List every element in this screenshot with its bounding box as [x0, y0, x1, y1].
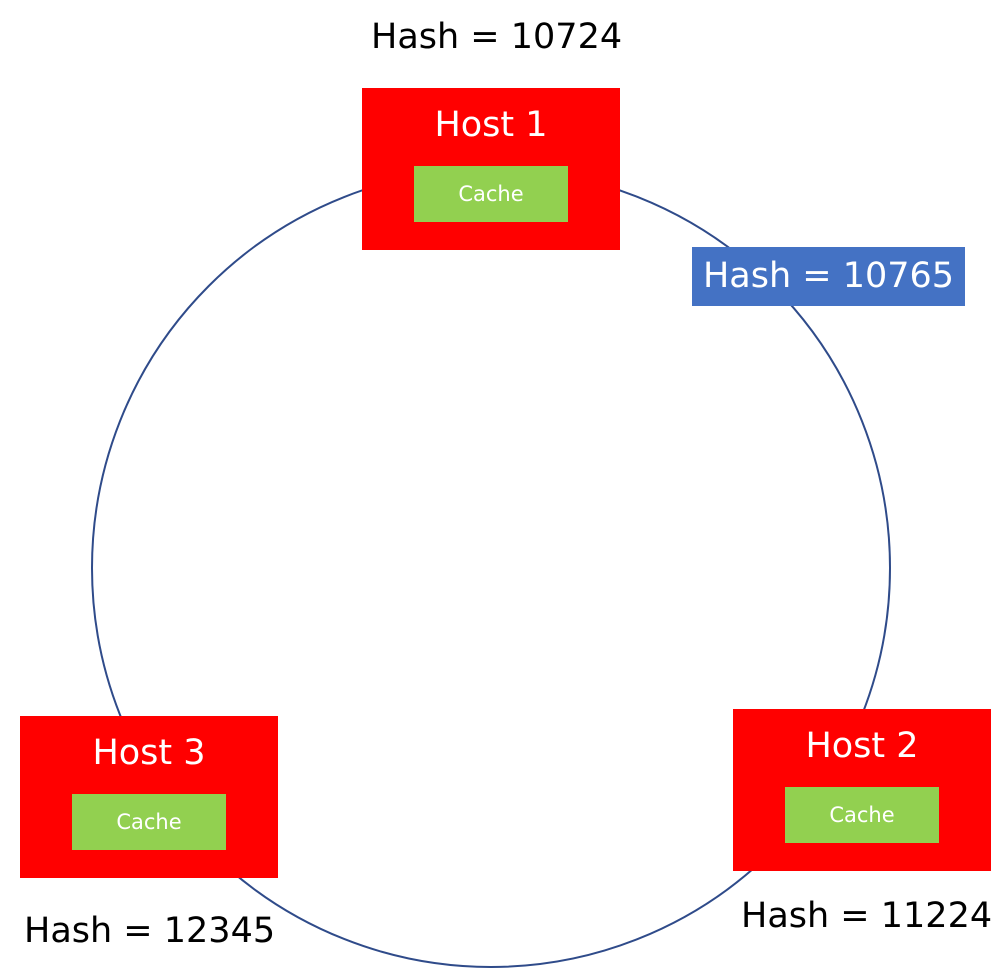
host-2-cache: Cache	[785, 787, 939, 843]
host-2-hash-label: Hash = 11224	[741, 896, 993, 936]
host-3-cache: Cache	[72, 794, 226, 850]
host-2-title: Host 2	[805, 726, 919, 766]
host-3-title: Host 3	[92, 733, 206, 773]
host-1-cache: Cache	[414, 166, 568, 222]
host-3-node: Host 3 Cache	[20, 716, 278, 878]
host-1-title: Host 1	[434, 105, 548, 145]
host-2-node: Host 2 Cache	[733, 709, 991, 871]
host-1-node: Host 1 Cache	[362, 88, 620, 250]
key-hash-label: Hash = 10765	[692, 247, 965, 306]
host-3-hash-label: Hash = 12345	[24, 911, 276, 951]
host-1-hash-label: Hash = 10724	[371, 17, 623, 57]
